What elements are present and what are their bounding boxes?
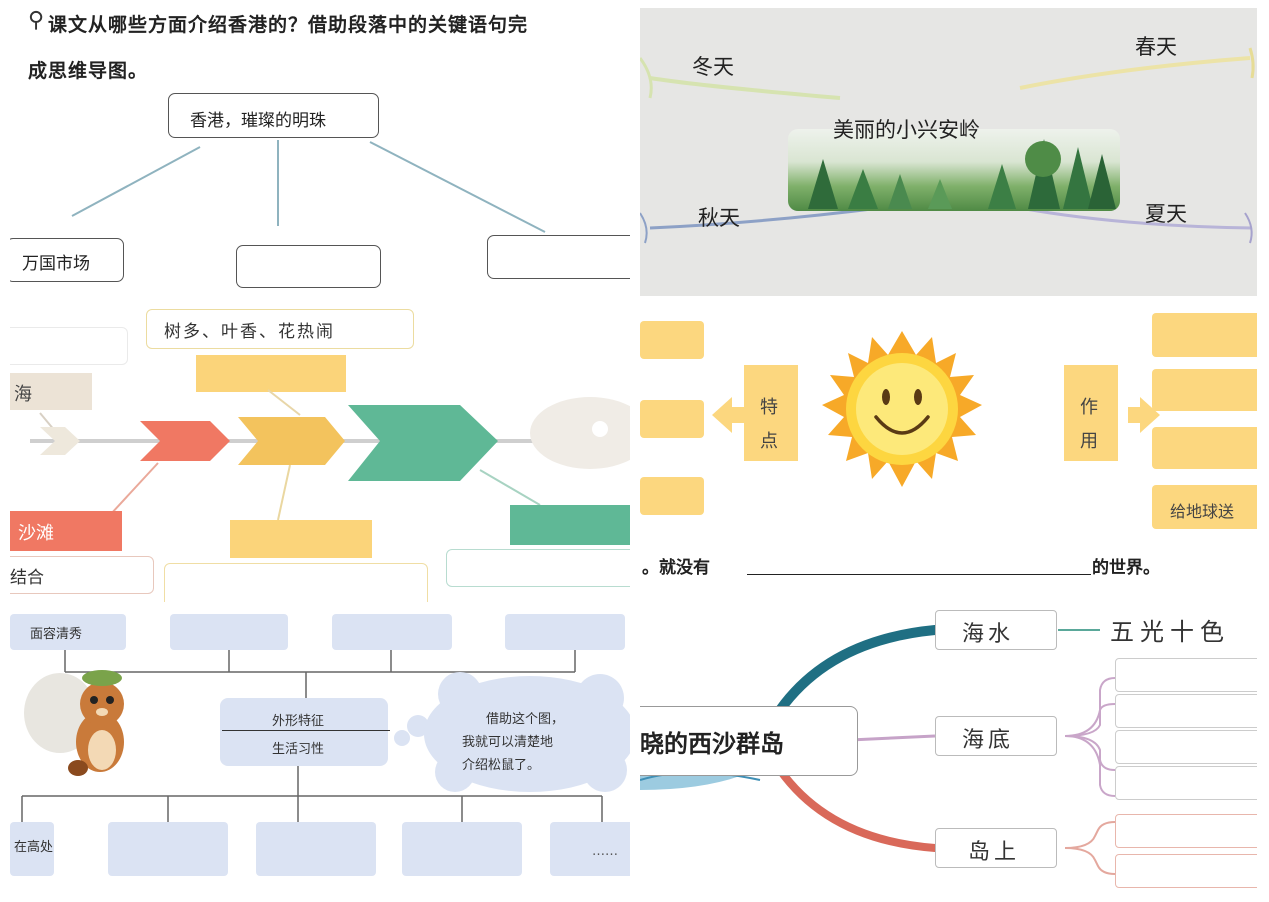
island-blank-1[interactable] <box>1115 814 1257 848</box>
yellow-box-bottom[interactable] <box>230 520 372 558</box>
question-line-2: 成思维导图。 <box>28 60 149 82</box>
left-sea-label: 海 <box>14 384 32 405</box>
center-divider <box>222 730 390 731</box>
connector-lines <box>71 140 546 233</box>
sun-icon <box>822 331 982 487</box>
left-sea-box <box>10 373 92 410</box>
bottom-box-2[interactable] <box>108 822 228 876</box>
empty-box-bottom-middle[interactable] <box>164 563 428 602</box>
empty-box-bottom-right[interactable] <box>446 549 630 587</box>
branch-node-left <box>10 238 124 282</box>
fishbone-diagram: 树多、叶香、花热闹 海 沙滩 结合 <box>10 305 630 602</box>
bottom-box-5 <box>550 822 630 876</box>
pin-icon: ⚲ <box>28 8 45 33</box>
beach-box <box>10 511 122 551</box>
right-box-4-label: 给地球送 <box>1170 502 1235 521</box>
arrows <box>712 397 1160 433</box>
bottom-box-3[interactable] <box>256 822 376 876</box>
seabed-blank-4[interactable] <box>1115 766 1257 800</box>
center-line-2: 生活习性 <box>272 742 325 757</box>
function-box <box>1064 365 1118 461</box>
speech-bubble <box>394 672 630 792</box>
yellow-box-top[interactable] <box>196 355 346 392</box>
top-text: 树多、叶香、花热闹 <box>164 322 335 342</box>
right-box-1[interactable] <box>1152 313 1257 357</box>
combine-box <box>10 556 154 594</box>
season-summer: 夏天 <box>1145 202 1187 226</box>
feature-box <box>744 365 798 461</box>
season-winter: 冬天 <box>692 55 734 79</box>
bottom-box-5-label: …… <box>592 844 618 859</box>
squirrel-icon <box>24 670 124 776</box>
left-box-1[interactable] <box>640 321 704 359</box>
right-box-2[interactable] <box>1152 369 1257 411</box>
branch-node-left-label: 万国市场 <box>22 254 90 274</box>
island-blank-2[interactable] <box>1115 854 1257 888</box>
season-branches <box>640 47 1255 244</box>
sun-diagram: 特点 作用 给地球送 <box>640 305 1257 545</box>
feature-label: 特点 <box>760 397 778 452</box>
right-box-4 <box>1152 485 1257 529</box>
left-box-3[interactable] <box>640 477 704 515</box>
seawater-node <box>935 610 1057 650</box>
sentence-left: 。就没有 <box>642 558 710 578</box>
function-label: 作用 <box>1080 397 1098 452</box>
fish-skeleton <box>30 389 630 521</box>
center-node-label: 香港，璀璨的明珠 <box>190 111 326 131</box>
center-node <box>168 93 379 138</box>
bottom-box-4[interactable] <box>402 822 522 876</box>
seabed-blank-1[interactable] <box>1115 658 1257 692</box>
island-label: 岛上 <box>968 840 1021 865</box>
tree-lines <box>21 646 603 822</box>
squirrel-diagram: 面容清秀 外形特征 生活习性 借助这个图， 我就可以清楚地 介绍松鼠了。 在高处 <box>10 606 630 896</box>
bubble-line-2: 我就可以清楚地 <box>462 735 554 750</box>
top-text-box <box>146 309 414 349</box>
branch-node-middle[interactable] <box>236 245 381 288</box>
top-box-1-label: 面容清秀 <box>30 627 83 642</box>
center-label: 晓的西沙群岛 <box>640 729 784 758</box>
beach-label: 沙滩 <box>18 523 54 544</box>
seabed-label: 海底 <box>962 728 1015 753</box>
top-box-4[interactable] <box>505 614 625 650</box>
season-autumn: 秋天 <box>698 206 740 230</box>
center-node <box>640 706 858 776</box>
seawater-desc: 五光十色 <box>1110 618 1230 646</box>
forest-image <box>788 129 1120 211</box>
xiaoxinganling-mind-map: 冬天 春天 秋天 夏天 美丽的小兴安岭 <box>640 8 1257 296</box>
green-box-bottom[interactable] <box>510 505 630 545</box>
xisha-mind-map: 晓的西沙群岛 海水 五光十色 海底 岛上 <box>640 600 1257 896</box>
seawater-label: 海水 <box>962 622 1015 647</box>
bottom-box-1-label: 在高处 <box>14 840 54 855</box>
center-title: 美丽的小兴安岭 <box>833 118 980 142</box>
center-line-1: 外形特征 <box>272 714 325 729</box>
island-node <box>935 828 1057 868</box>
sentence-right: 的世界。 <box>1092 558 1160 578</box>
season-spring: 春天 <box>1135 35 1177 59</box>
seabed-blank-3[interactable] <box>1115 730 1257 764</box>
seabed-node <box>935 716 1057 756</box>
right-box-3[interactable] <box>1152 427 1257 469</box>
sentence-blank[interactable] <box>747 574 1091 575</box>
seabed-blank-2[interactable] <box>1115 694 1257 728</box>
bubble-line-1: 借助这个图， <box>486 712 565 727</box>
bubble-line-3: 介绍松鼠了。 <box>462 758 541 773</box>
question-line-1: 课文从哪些方面介绍香港的？借助段落中的关键语句完 <box>48 14 529 36</box>
combine-label: 结合 <box>10 568 44 588</box>
left-box-2[interactable] <box>640 400 704 438</box>
top-box-2[interactable] <box>170 614 288 650</box>
branch-node-right[interactable] <box>487 235 630 279</box>
bottom-box-1 <box>10 822 54 876</box>
empty-box-top-left[interactable] <box>10 327 128 365</box>
center-node <box>220 698 388 766</box>
hong-kong-mind-map: ⚲ 课文从哪些方面介绍香港的？借助段落中的关键语句完 成思维导图。 香港，璀璨的… <box>10 0 630 300</box>
top-box-3[interactable] <box>332 614 452 650</box>
top-box-1 <box>10 614 126 650</box>
